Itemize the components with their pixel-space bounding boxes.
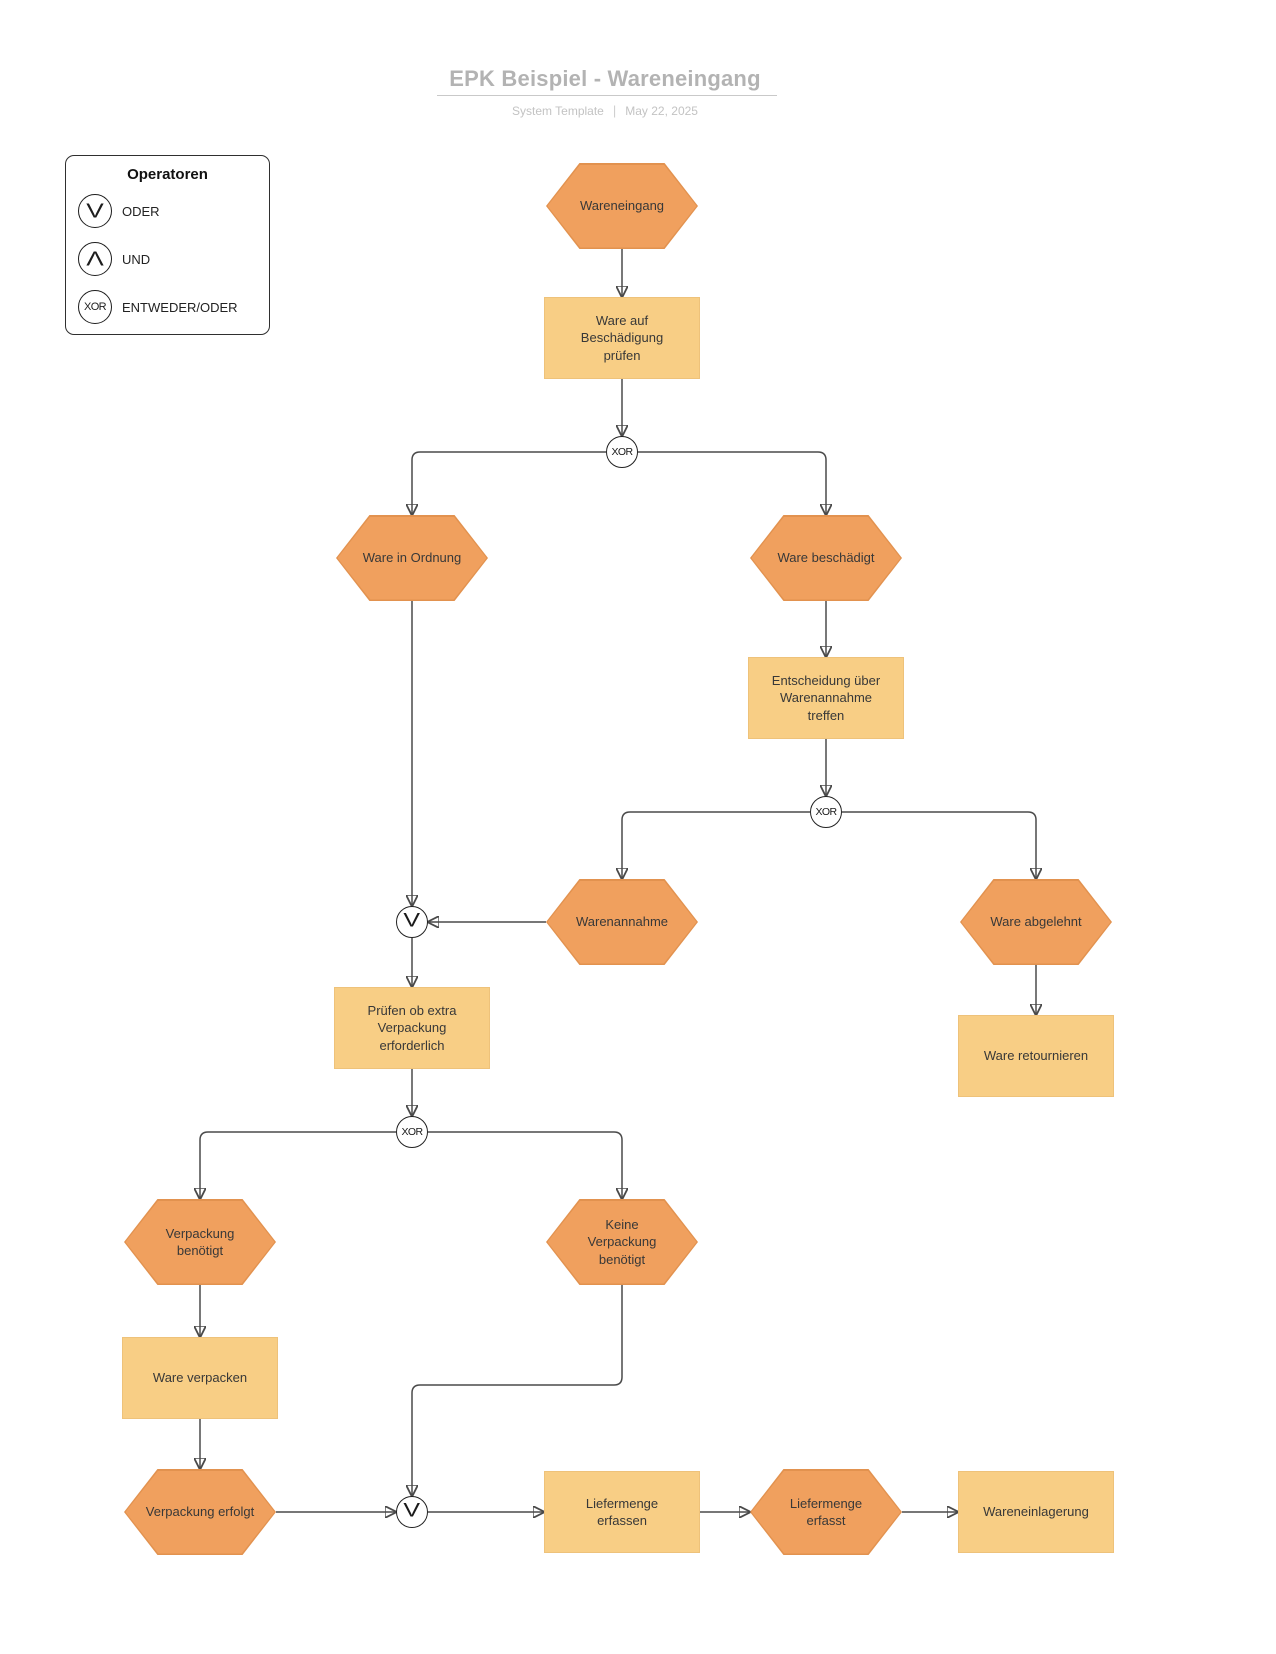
subtitle-separator: | (612, 103, 617, 118)
or-connector-1[interactable]: V (396, 906, 428, 938)
edge-xor1-ware-in-ordnung (412, 451, 606, 514)
event-keine-verpackung-benoetigt[interactable]: Keine Verpackung benötigt (546, 1199, 698, 1285)
function-verpackung-pruefen[interactable]: Prüfen ob extra Verpackung erforderlich (334, 987, 490, 1069)
legend-title: Operatoren (127, 166, 208, 183)
legend-item-oder: V ODER (78, 193, 257, 229)
or-operator-icon: V (78, 194, 112, 228)
edge-keine-verpackung-or2 (412, 1285, 623, 1495)
or-connector-2[interactable]: V (396, 1496, 428, 1528)
xor-connector-2[interactable]: XOR (810, 796, 842, 828)
and-operator-icon: Λ (78, 242, 112, 276)
edge-xor2-ware-abgelehnt (842, 811, 1036, 878)
event-wareneingang[interactable]: Wareneingang (546, 163, 698, 249)
edge-xor3-verpackung-benoetigt (200, 1131, 396, 1198)
subtitle-template-name: System Template (512, 103, 604, 118)
page-title: EPK Beispiel - Wareneingang (449, 66, 761, 91)
xor-connector-1[interactable]: XOR (606, 436, 638, 468)
event-ware-abgelehnt[interactable]: Ware abgelehnt (960, 879, 1112, 965)
event-verpackung-erfolgt[interactable]: Verpackung erfolgt (124, 1469, 276, 1555)
legend-label-oder: ODER (122, 203, 160, 219)
event-warenannahme[interactable]: Warenannahme (546, 879, 698, 965)
function-entscheidung-treffen[interactable]: Entscheidung über Warenannahme treffen (748, 657, 904, 739)
title-underline (437, 95, 777, 96)
legend-item-und: Λ UND (78, 241, 257, 277)
legend-label-und: UND (122, 251, 151, 267)
function-ware-retournieren[interactable]: Ware retournieren (958, 1015, 1114, 1097)
edge-xor3-keine-verpackung (428, 1131, 622, 1198)
legend-item-entweder-oder: XOR ENTWEDER/ODER (78, 289, 257, 325)
xor-connector-3[interactable]: XOR (396, 1116, 428, 1148)
function-ware-verpacken[interactable]: Ware verpacken (122, 1337, 278, 1419)
function-liefermenge-erfassen[interactable]: Liefermenge erfassen (544, 1471, 700, 1553)
xor-operator-icon: XOR (78, 290, 112, 324)
event-liefermenge-erfasst[interactable]: Liefermenge erfasst (750, 1469, 902, 1555)
subtitle-date: May 22, 2025 (625, 103, 698, 118)
event-ware-beschaedigt[interactable]: Ware beschädigt (750, 515, 902, 601)
page-subtitle: System Template | May 22, 2025 (512, 103, 698, 118)
function-ware-pruefen[interactable]: Ware auf Beschädigung prüfen (544, 297, 700, 379)
operators-legend: Operatoren V ODER Λ UND XOR ENTWEDER/ODE… (65, 155, 270, 335)
edge-xor2-warenannahme (622, 811, 810, 878)
event-ware-in-ordnung[interactable]: Ware in Ordnung (336, 515, 488, 601)
function-wareneinlagerung[interactable]: Wareneinlagerung (958, 1471, 1114, 1553)
event-verpackung-benoetigt[interactable]: Verpackung benötigt (124, 1199, 276, 1285)
legend-label-entweder-oder: ENTWEDER/ODER (122, 299, 238, 315)
edge-xor1-ware-beschaedigt (638, 451, 826, 514)
